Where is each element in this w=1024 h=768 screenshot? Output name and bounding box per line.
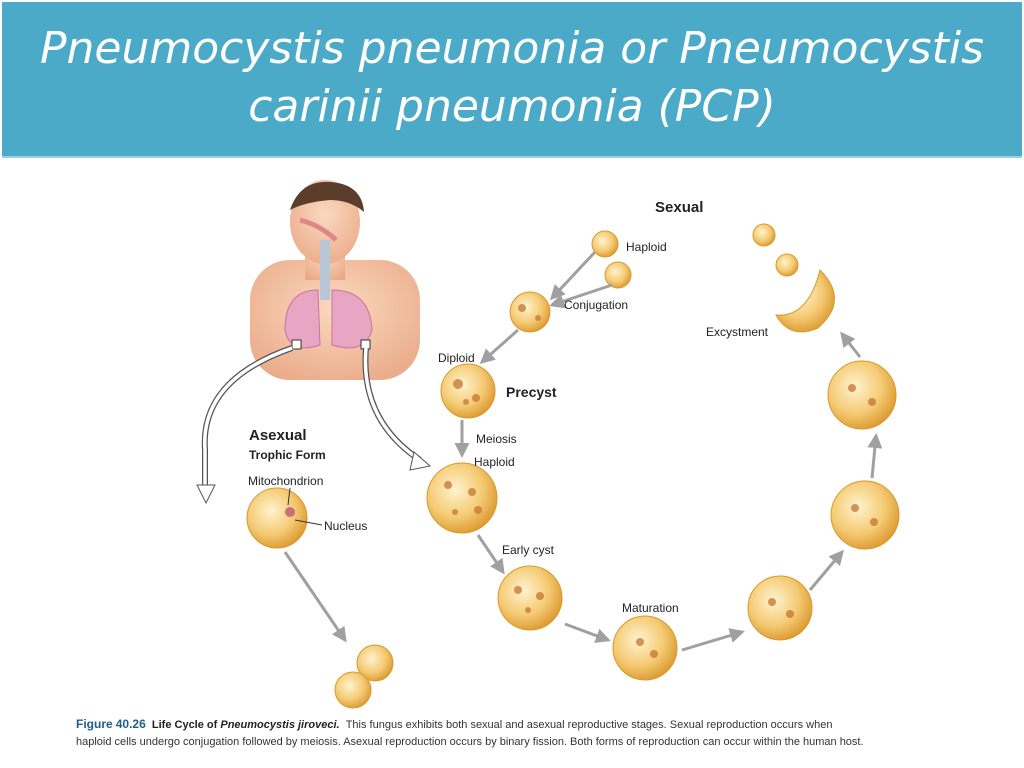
cell-internal-details (285, 304, 878, 658)
human-torso-illustration (250, 180, 420, 380)
cell-excyst-1 (752, 223, 776, 247)
slide-title: Pneumocystis pneumonia or Pneumocystis c… (2, 20, 1022, 136)
label-haploid-mid: Haploid (474, 455, 515, 469)
label-haploid-top: Haploid (626, 240, 667, 254)
cell-mature-1 (747, 575, 813, 641)
label-diploid: Diploid (438, 351, 475, 365)
label-asexual: Asexual (249, 427, 307, 444)
cell-precyst (440, 363, 496, 419)
label-excystment: Excystment (706, 325, 769, 339)
label-trophic-form: Trophic Form (249, 448, 326, 462)
cell-trophic (246, 487, 308, 549)
label-precyst: Precyst (506, 384, 557, 400)
cell-crescent (775, 269, 835, 333)
life-cycle-diagram: Sexual Haploid Conjugation Diploid Precy… (196, 180, 900, 709)
cell-early-cyst (497, 565, 563, 631)
cell-mature-2 (830, 480, 900, 550)
label-early-cyst: Early cyst (502, 543, 555, 557)
caption-line1: Figure 40.26 Life Cycle of Pneumocystis … (76, 716, 1016, 734)
cell-daughter-1 (356, 644, 394, 682)
cell-haploid-meiosis (426, 462, 498, 534)
cell-excyst-2 (775, 253, 799, 277)
cell-haploid-1 (591, 230, 619, 258)
label-sexual: Sexual (655, 199, 703, 216)
slide-title-line1: Pneumocystis pneumonia or Pneumocystis (39, 23, 985, 74)
cell-conjugation (509, 291, 551, 333)
title-bar: Pneumocystis pneumonia or Pneumocystis c… (2, 2, 1022, 158)
caption-line2: haploid cells undergo conjugation follow… (76, 736, 864, 748)
cell-mature-3 (827, 360, 897, 430)
label-conjugation: Conjugation (564, 298, 628, 312)
caption-figure-number: 40.26 (115, 717, 146, 731)
caption-text1: This fungus exhibits both sexual and ase… (345, 719, 833, 731)
label-maturation: Maturation (622, 601, 679, 615)
slide-title-line2: carinii pneumonia (PCP) (248, 81, 776, 132)
label-meiosis: Meiosis (476, 432, 517, 446)
cells (246, 223, 900, 709)
caption-species: Pneumocystis jiroveci. (220, 719, 340, 731)
label-mitochondrion: Mitochondrion (248, 474, 323, 488)
cell-maturation (612, 615, 678, 681)
label-nucleus: Nucleus (324, 519, 367, 533)
cell-haploid-2 (604, 261, 632, 289)
caption-title-prefix: Life Cycle of (151, 719, 218, 731)
cell-daughter-2 (334, 671, 372, 709)
caption-figure-label: Figure (76, 717, 113, 731)
cycle-arrows (283, 250, 883, 652)
figure-caption: Figure 40.26 Life Cycle of Pneumocystis … (76, 716, 1016, 751)
